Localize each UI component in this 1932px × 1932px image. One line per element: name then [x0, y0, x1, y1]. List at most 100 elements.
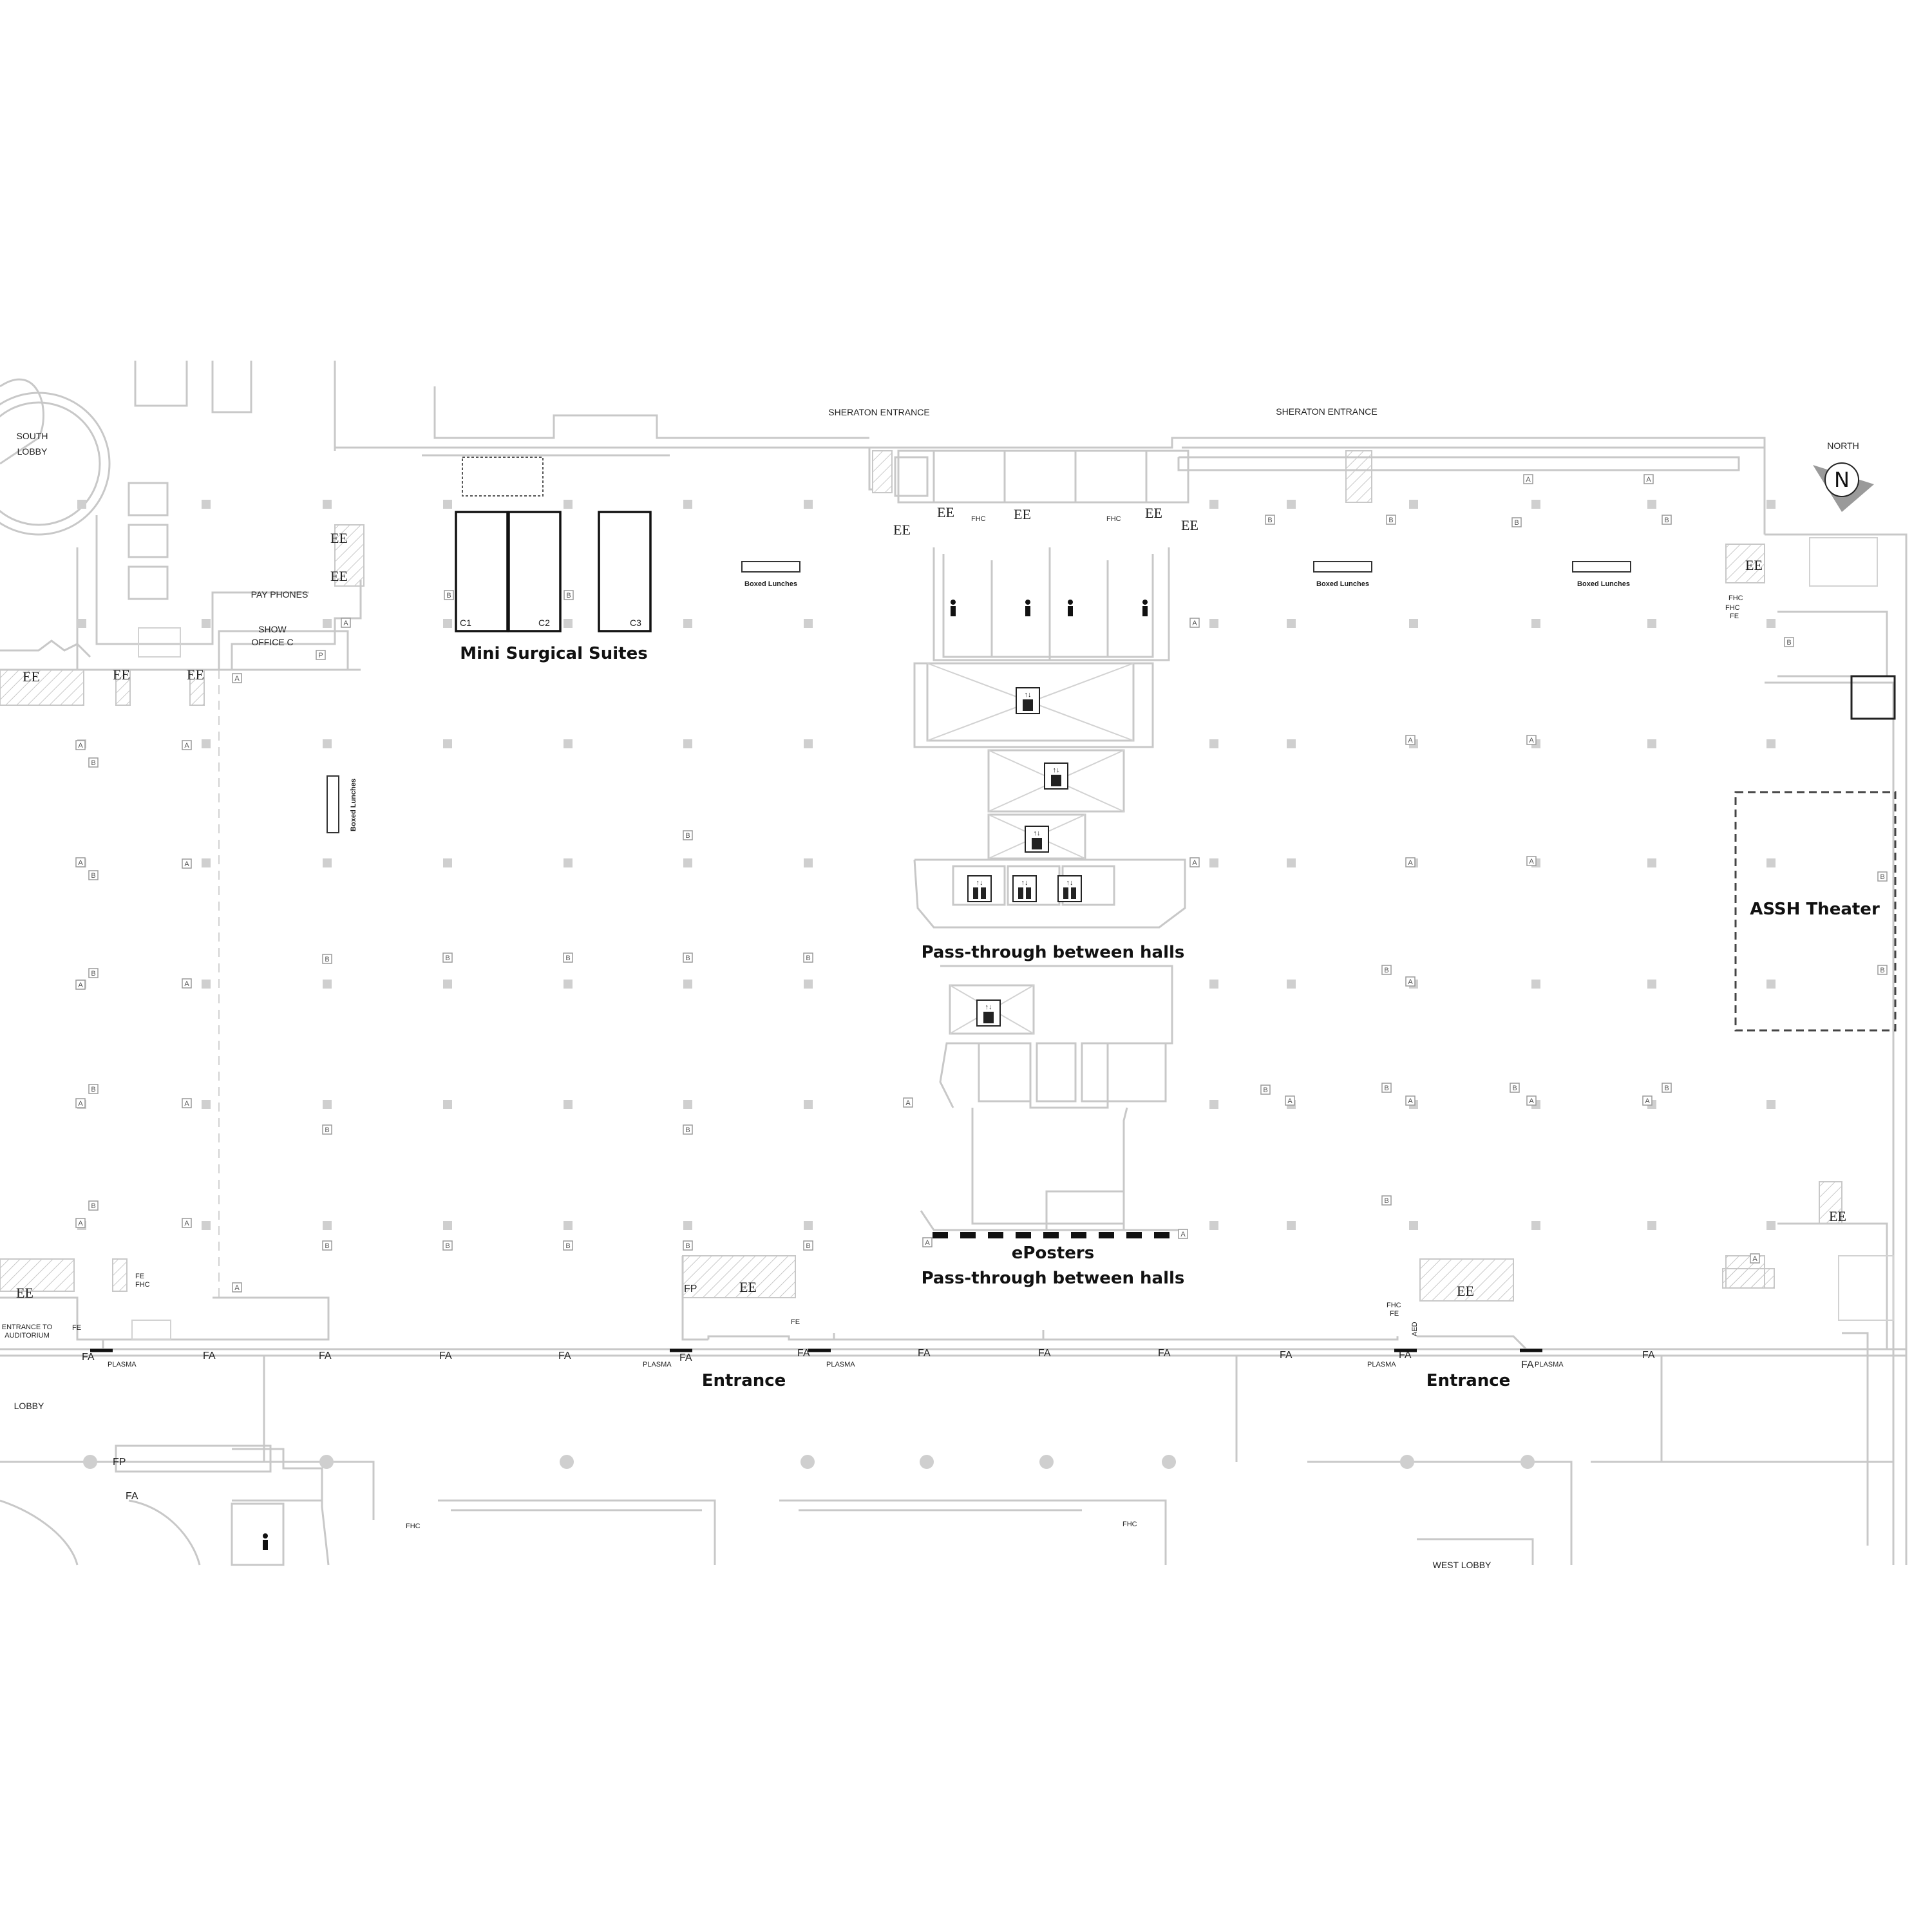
suite-c2[interactable] — [507, 511, 562, 632]
building-walls — [0, 361, 1908, 1566]
elevator-icon: ↑↓ — [976, 999, 1001, 1027]
column — [202, 980, 211, 989]
svg-text:↑↓: ↑↓ — [976, 879, 983, 887]
svg-text:A: A — [184, 860, 189, 868]
fa-label: FA — [679, 1352, 692, 1363]
suite-c3[interactable] — [598, 511, 652, 632]
fhc-label: FHC — [1122, 1520, 1137, 1528]
location-tag: B — [1662, 1083, 1672, 1093]
fe-label: FE — [1390, 1310, 1399, 1318]
mini-surgical-suites[interactable]: C1 C2 C3 Mini Surgical Suites — [422, 454, 670, 663]
fhc-label: FHC — [135, 1281, 150, 1289]
svg-text:A: A — [1408, 737, 1413, 744]
svg-text:B: B — [1384, 1084, 1388, 1092]
svg-text:B: B — [1880, 873, 1884, 881]
column — [1287, 619, 1296, 628]
location-tag: B — [322, 1124, 332, 1135]
svg-text:A: A — [1529, 858, 1534, 866]
fa-label: FA — [1158, 1348, 1171, 1359]
column — [1209, 1221, 1218, 1230]
lobby-column — [800, 1455, 815, 1469]
column — [1209, 858, 1218, 867]
ee-label: EE — [16, 1285, 33, 1301]
fa-label: FA — [918, 1348, 931, 1359]
eposter-unit[interactable] — [988, 1232, 1003, 1238]
ee-label: EE — [1181, 517, 1198, 533]
column — [1209, 739, 1218, 748]
location-tag: B — [683, 1240, 693, 1251]
svg-text:B: B — [91, 970, 95, 978]
location-tag: A — [1178, 1229, 1188, 1239]
eposter-unit[interactable] — [1071, 1232, 1086, 1238]
column — [564, 1100, 573, 1109]
eposter-unit[interactable] — [960, 1232, 976, 1238]
eposter-unit[interactable] — [1099, 1232, 1114, 1238]
column — [804, 619, 813, 628]
svg-text:A: A — [1526, 476, 1531, 484]
svg-text:B: B — [445, 1242, 450, 1250]
lobby-column — [83, 1455, 97, 1469]
location-tag: A — [1526, 1095, 1537, 1106]
north-letter: N — [1834, 468, 1850, 492]
svg-text:B: B — [1512, 1084, 1517, 1092]
fa-label: FA — [1280, 1350, 1293, 1361]
location-tag: B — [1381, 965, 1392, 975]
fa-label: FA — [1521, 1359, 1534, 1370]
column — [1287, 739, 1296, 748]
fp-label: FP — [113, 1457, 126, 1468]
column — [564, 739, 573, 748]
svg-text:B: B — [91, 759, 95, 767]
suite-c3-label: C3 — [630, 618, 641, 628]
sheraton-entrance-label-2: SHERATON ENTRANCE — [1276, 406, 1377, 417]
svg-text:B: B — [446, 592, 451, 600]
fa-label: FA — [797, 1348, 810, 1359]
area-labels: SOUTH LOBBY SHERATON ENTRANCE SHERATON E… — [2, 406, 1492, 1570]
stairs — [131, 537, 1894, 1340]
eposter-unit[interactable] — [1154, 1232, 1170, 1238]
location-tag: B — [444, 590, 454, 600]
location-tag: A — [182, 740, 192, 750]
svg-text:B: B — [565, 954, 570, 962]
entrance-left-label: Entrance — [702, 1371, 786, 1390]
column — [683, 1221, 692, 1230]
exit-stairs — [0, 524, 1842, 1302]
ee-label: EE — [330, 530, 348, 546]
svg-text:A: A — [184, 1100, 189, 1108]
eposters-area[interactable]: ePosters — [933, 1232, 1170, 1263]
lobby-column — [1400, 1455, 1414, 1469]
svg-text:B: B — [1664, 516, 1669, 524]
column — [202, 619, 211, 628]
svg-text:A: A — [184, 1220, 189, 1227]
column — [323, 858, 332, 867]
svg-text:B: B — [685, 832, 690, 840]
location-tag: A — [75, 740, 86, 750]
entrance-auditorium-label-1: ENTRANCE TO — [2, 1323, 53, 1331]
eposter-unit[interactable] — [1043, 1232, 1059, 1238]
column — [323, 1100, 332, 1109]
aed-label: AED — [1411, 1321, 1419, 1336]
column — [683, 619, 692, 628]
ee-label: EE — [937, 504, 954, 520]
svg-text:B: B — [1786, 639, 1791, 647]
eposter-unit[interactable] — [933, 1232, 948, 1238]
pass-through-top-label: Pass-through between halls — [922, 943, 1185, 962]
lobby-column — [319, 1455, 334, 1469]
location-tag: B — [88, 1200, 99, 1211]
lobby-column — [1039, 1455, 1054, 1469]
location-tag: B — [683, 952, 693, 963]
svg-text:B: B — [565, 1242, 570, 1250]
eposter-unit[interactable] — [1016, 1232, 1031, 1238]
column — [1766, 619, 1776, 628]
fa-label: FA — [203, 1350, 216, 1361]
column — [564, 619, 573, 628]
location-tag: B — [1510, 1083, 1520, 1093]
eposter-unit[interactable] — [1126, 1232, 1142, 1238]
central-core — [872, 450, 1372, 1231]
suite-c1[interactable] — [455, 511, 509, 632]
ee-label: EE — [739, 1279, 757, 1295]
column — [1531, 980, 1540, 989]
column — [443, 619, 452, 628]
plasma-label: PLASMA — [826, 1361, 855, 1368]
assh-theater[interactable]: ASSH Theater — [1734, 791, 1897, 1032]
